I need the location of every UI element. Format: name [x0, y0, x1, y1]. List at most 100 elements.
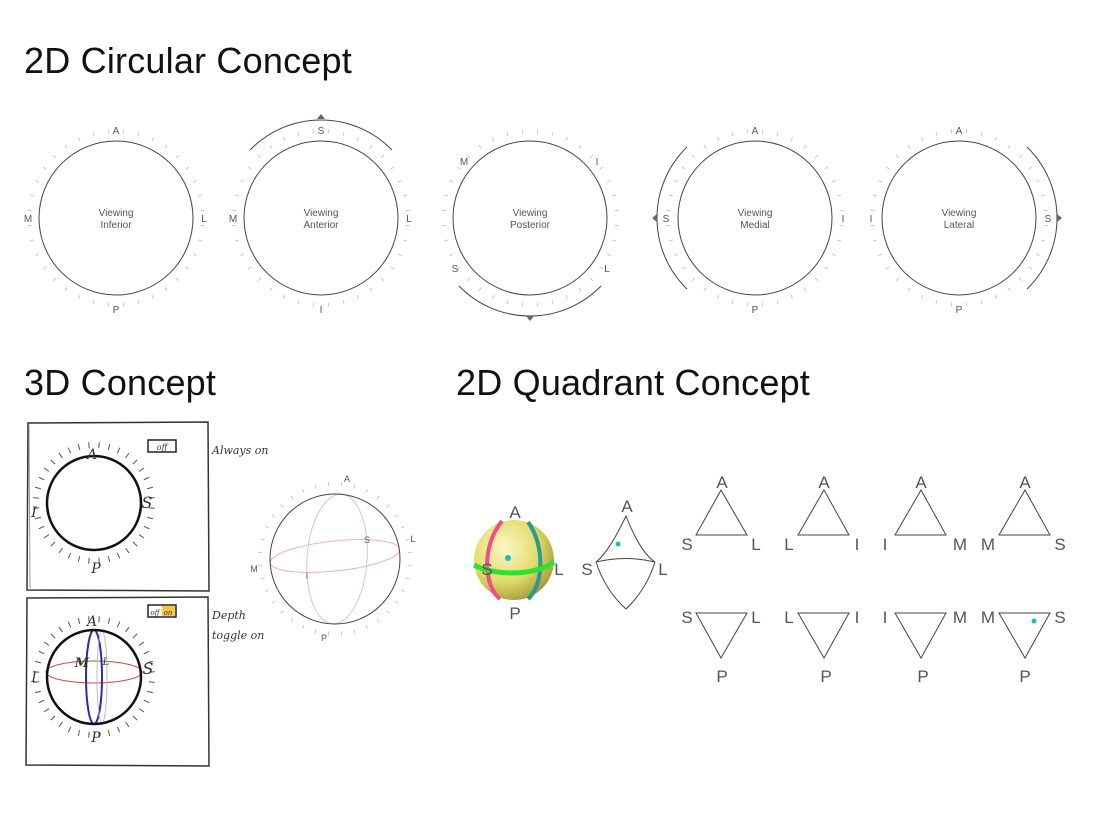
label-left: M	[24, 214, 32, 225]
tick-mark	[77, 294, 81, 299]
label-bottom: P	[820, 667, 831, 686]
tick-mark	[390, 166, 395, 170]
label-top-right: I	[596, 157, 599, 168]
tick-mark	[58, 452, 63, 459]
tick-mark	[175, 277, 180, 282]
sketch-circle	[45, 628, 143, 726]
toggle-on[interactable]	[162, 606, 175, 616]
tick-mark	[185, 166, 190, 170]
tick-mark	[878, 253, 883, 257]
tick-mark	[599, 166, 604, 170]
tick-mark	[1007, 287, 1011, 292]
tick-mark	[98, 616, 100, 623]
tick-mark	[443, 194, 449, 197]
tick-ring	[33, 616, 155, 738]
tick-mark	[98, 731, 100, 738]
tick-mark	[64, 144, 68, 149]
toggle-off-label: off	[157, 443, 169, 452]
tick-mark	[34, 690, 42, 694]
tick-ring	[441, 129, 619, 307]
label-inner: S	[364, 535, 370, 545]
label-mid: M	[74, 656, 90, 671]
tick-mark	[731, 131, 734, 137]
tick-mark	[297, 299, 300, 305]
center-line1: Viewing	[942, 208, 977, 219]
tick-ring	[33, 442, 155, 564]
label-right: M	[953, 535, 967, 554]
triangle-up-4: A M S	[981, 473, 1066, 554]
tick-mark	[265, 526, 270, 529]
label-left: I	[30, 505, 37, 521]
label-left: S	[681, 608, 692, 627]
sketch-frame	[26, 421, 210, 592]
tick-mark	[125, 721, 130, 728]
tick-mark	[565, 294, 569, 299]
tick-mark	[668, 239, 674, 242]
arc-marker	[1057, 214, 1062, 222]
tick-mark	[386, 610, 390, 614]
center-line2: Lateral	[944, 220, 975, 231]
tick-mark	[1018, 154, 1023, 159]
sphere-outline	[269, 493, 401, 625]
tick-mark	[907, 287, 911, 292]
circle-viewing-medial: A P S I Viewing Medial	[652, 126, 844, 316]
label-bottom: P	[321, 633, 327, 643]
label-left: S	[681, 535, 692, 554]
tick-mark	[1035, 179, 1040, 183]
arc-marker	[317, 114, 325, 119]
label-bottom: P	[917, 667, 928, 686]
label-top: A	[752, 126, 759, 137]
label-bottom: P	[1019, 667, 1030, 686]
tick-mark	[50, 459, 56, 465]
tick-mark	[885, 266, 890, 270]
tick-mark	[143, 699, 150, 704]
tick-mark	[260, 577, 265, 580]
tick-mark	[466, 277, 471, 282]
label-bottom: P	[956, 305, 963, 316]
ball-body	[474, 520, 554, 600]
tick-mark	[43, 641, 50, 646]
tick-mark	[314, 629, 317, 634]
tick-mark	[148, 507, 155, 509]
tick-mark	[1040, 239, 1046, 242]
tick-mark	[271, 514, 276, 518]
tick-mark	[280, 610, 284, 614]
tick-mark	[247, 166, 252, 170]
tick-mark	[151, 294, 155, 299]
label-top: A	[818, 473, 830, 492]
tick-mark	[703, 144, 707, 149]
tick-mark	[365, 624, 368, 629]
tick-mark	[290, 618, 294, 623]
tick-mark	[185, 266, 190, 270]
tick-mark	[506, 131, 509, 137]
label-left: M	[229, 214, 237, 225]
tick-mark	[390, 266, 395, 270]
label-right: L	[201, 214, 207, 225]
tick-mark	[394, 514, 399, 518]
label-right: L	[406, 214, 412, 225]
tick-mark	[50, 715, 56, 721]
orientation-arc	[458, 285, 602, 317]
tick-mark	[380, 277, 385, 282]
tick-mark	[994, 294, 998, 299]
label-top: A	[915, 473, 927, 492]
tick-mark	[872, 239, 878, 242]
tick-mark	[314, 484, 317, 489]
toggle-off[interactable]	[147, 439, 177, 453]
label-right: L	[410, 534, 415, 544]
tick-mark	[50, 541, 56, 547]
note-depth: Depth	[211, 609, 246, 622]
center-line1: Viewing	[738, 208, 773, 219]
tick-mark	[790, 294, 794, 299]
tick-mark	[681, 266, 686, 270]
tick-mark	[38, 699, 45, 704]
tick-mark	[443, 239, 449, 242]
tick-mark	[402, 194, 408, 197]
position-dot	[1031, 618, 1037, 624]
label-top: A	[344, 474, 350, 484]
label-bottom: P	[752, 305, 759, 316]
tick-mark	[38, 476, 45, 481]
label-right: I	[855, 535, 860, 554]
position-dot	[505, 555, 511, 561]
triangle-down-3: I M P	[883, 608, 967, 686]
